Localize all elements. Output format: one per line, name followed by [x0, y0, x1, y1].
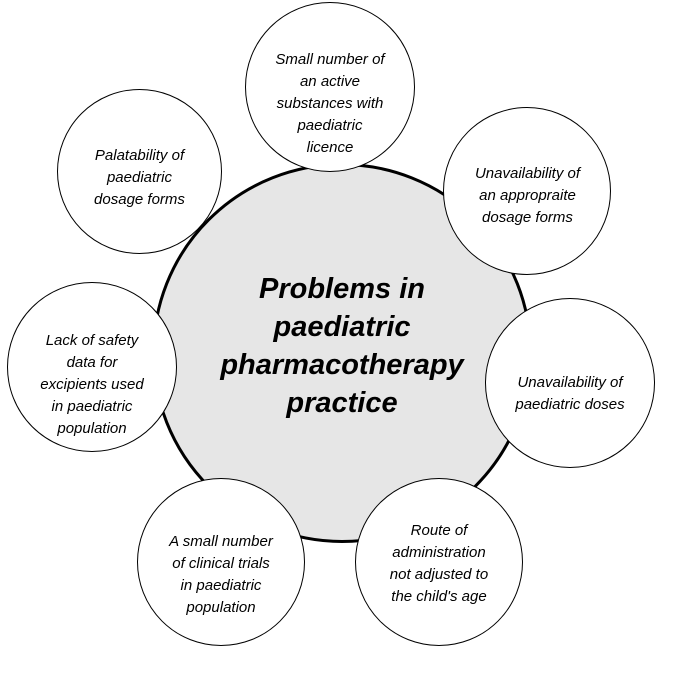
problem-text-line: an appropraite — [479, 187, 576, 204]
problem-text-line: the child's age — [391, 588, 487, 605]
problem-text-excipient-safety: Lack of safety data for excipients used … — [15, 330, 169, 440]
problem-text-route-of-administration: Route of administration not adjusted to … — [362, 520, 516, 608]
problem-text-line: Small number of — [275, 51, 385, 68]
problem-text-clinical-trials: A small number of clinical trials in pae… — [143, 531, 299, 619]
problem-circle-small-number-substances — [245, 2, 415, 172]
problem-text-doses-unavailable: Unavailability of paediatric doses — [490, 372, 650, 416]
problem-text-line: paediatric — [297, 117, 363, 134]
problem-text-line: population — [186, 599, 256, 616]
problem-text-line: in paediatric — [180, 577, 262, 594]
problem-circle-excipient-safety — [7, 282, 177, 452]
problem-text-line: not adjusted to — [389, 566, 489, 583]
problem-circle-dosage-forms-unavailable — [443, 107, 611, 275]
problem-text-line: Unavailability of — [474, 165, 581, 182]
problem-text-line: substances with — [276, 95, 384, 112]
problem-text-line: in paediatric — [51, 398, 133, 415]
problem-text-line: paediatric — [106, 169, 173, 186]
central-title: Problems in paediatric pharmacotherapy p… — [182, 270, 502, 422]
problem-text-line: an active — [299, 73, 361, 90]
central-title-line: practice — [286, 387, 398, 419]
problem-text-line: dosage forms — [482, 209, 573, 226]
problem-text-line: Palatability of — [94, 147, 185, 164]
problem-text-line: dosage forms — [94, 191, 185, 208]
problem-text-line: paediatric doses — [515, 396, 625, 413]
central-title-line: paediatric — [273, 311, 411, 343]
problem-text-small-number-substances: Small number of an active substances wit… — [255, 49, 405, 159]
problem-circle-palatability — [57, 89, 222, 254]
problem-text-line: Unavailability of — [517, 374, 623, 391]
problem-text-line: data for — [66, 354, 118, 371]
problem-text-line: excipients used — [40, 376, 144, 393]
problem-text-line: administration — [392, 544, 486, 561]
central-title-line: Problems in — [259, 273, 425, 305]
problem-text-line: of clinical trials — [172, 555, 270, 572]
problem-circle-route-of-administration — [355, 478, 523, 646]
problem-text-line: Route of — [410, 522, 468, 539]
problem-text-line: A small number — [169, 533, 273, 550]
problem-circle-doses-unavailable — [485, 298, 655, 468]
central-title-line: pharmacotherapy — [220, 349, 464, 381]
problem-text-palatability: Palatability of paediatric dosage forms — [62, 145, 217, 211]
problem-circle-clinical-trials — [137, 478, 305, 646]
problem-text-line: licence — [306, 139, 354, 156]
problem-text-dosage-forms-unavailable: Unavailability of an appropraite dosage … — [450, 163, 605, 229]
problem-text-line: Lack of safety — [45, 332, 139, 349]
problem-text-line: population — [57, 420, 127, 437]
